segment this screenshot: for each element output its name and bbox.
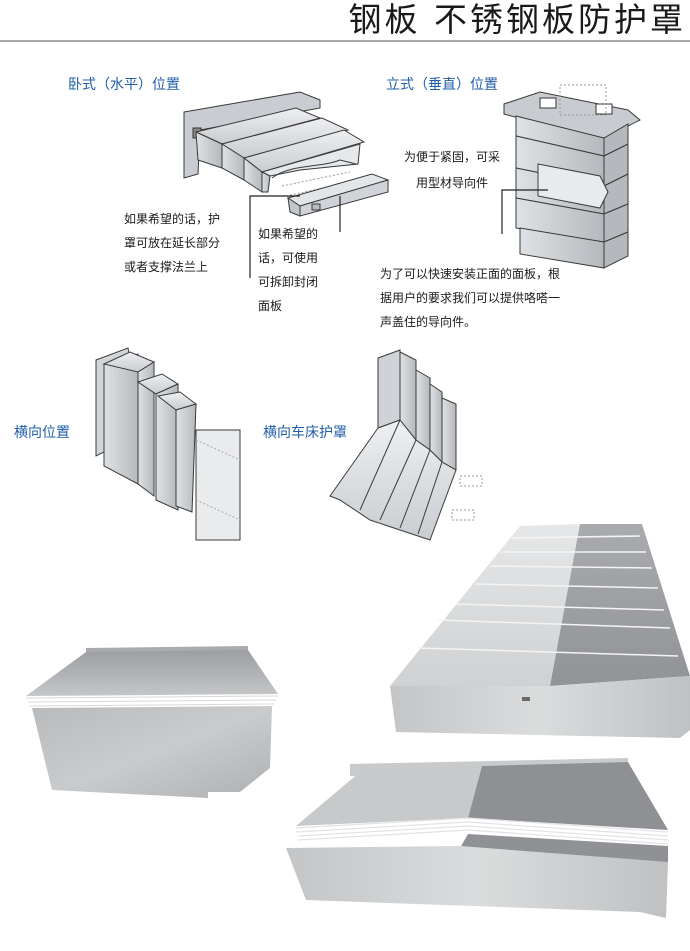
note-line: 或者支撑法兰上 xyxy=(124,260,209,274)
header-divider xyxy=(0,40,690,42)
note-horizontal-panel: 如果希望的 话，可使用 可拆卸封闭 面板 xyxy=(258,222,318,318)
page-title: 钢板 不锈钢板防护罩 xyxy=(348,0,686,39)
note-vertical-guide: 为便于紧固，可采 用型材导向件 xyxy=(404,144,500,196)
note-line: 罩可放在延长部分 xyxy=(124,236,221,250)
note-line: 如果希望的 xyxy=(258,227,319,241)
note-horizontal-support: 如果希望的话，护 罩可放在延长部分 或者支撑法兰上 xyxy=(124,207,220,279)
label-vertical-position: 立式（垂直）位置 xyxy=(386,77,498,93)
horizontal-pointer-lines xyxy=(249,195,341,278)
note-line: 声盖住的导向件。 xyxy=(380,315,477,329)
vertical-pointer-line xyxy=(501,189,548,234)
note-line: 为了可以快速安装正面的面板，根 xyxy=(380,267,561,281)
note-vertical-snap: 为了可以快速安装正面的面板，根 据用户的要求我们可以提供咯嗒一 声盖住的导向件。 xyxy=(380,262,560,334)
label-horizontal-position: 卧式（水平）位置 xyxy=(68,77,180,93)
label-lathe-cover: 横向车床护罩 xyxy=(263,425,347,441)
long-telescopic-cover-photo xyxy=(390,521,690,740)
note-line: 可拆卸封闭 xyxy=(258,275,319,289)
box-telescopic-cover-photo xyxy=(25,646,279,798)
lathe-cover-drawing xyxy=(329,349,483,541)
note-line: 用型材导向件 xyxy=(416,176,489,190)
lateral-cover-drawing xyxy=(95,347,241,541)
vertical-cover-drawing xyxy=(503,84,641,269)
horizontal-cover-drawing xyxy=(183,91,390,217)
note-line: 为便于紧固，可采 xyxy=(404,150,501,164)
note-line: 如果希望的话，护 xyxy=(124,212,221,226)
note-line: 面板 xyxy=(258,299,283,313)
note-line: 据用户的要求我们可以提供咯嗒一 xyxy=(380,291,561,305)
note-line: 话，可使用 xyxy=(258,251,319,265)
angled-telescopic-cover-photo xyxy=(286,758,669,918)
label-lateral-position: 横向位置 xyxy=(14,425,70,441)
